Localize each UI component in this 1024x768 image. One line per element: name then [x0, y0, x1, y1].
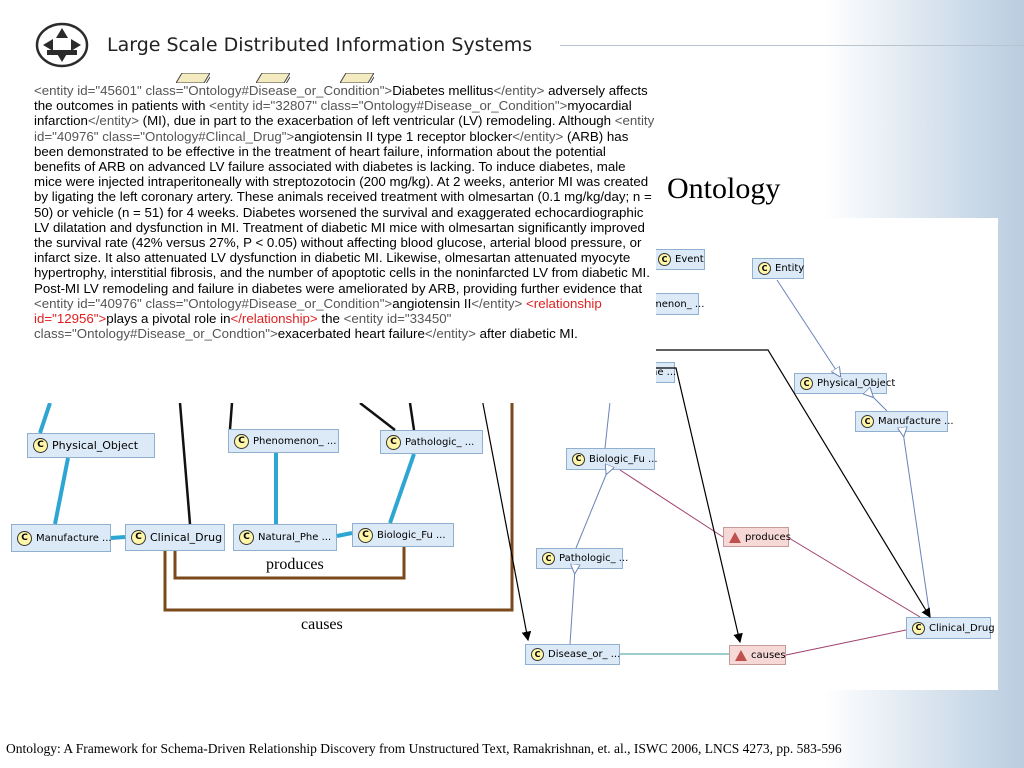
entity-text: angiotensin II type 1 receptor blocker	[294, 128, 513, 144]
relationship-tag: </relationship>	[230, 311, 318, 327]
class-icon: C	[234, 433, 249, 449]
entity-tag: </entity>	[471, 295, 523, 311]
class-icon: C	[531, 648, 544, 661]
entity-text: angiotensin II	[392, 295, 472, 311]
entity-tag: </entity>	[87, 113, 139, 129]
class-icon: C	[386, 434, 401, 450]
class-icon: C	[861, 415, 874, 428]
class-icon: C	[658, 253, 671, 266]
entity-tag: <entity id="45601" class="Ontology#Disea…	[34, 83, 393, 98]
edge-label-produces: produces	[266, 556, 324, 573]
edge-label-causes: causes	[301, 616, 343, 633]
entity-tag: <entity id="32807" class="Ontology#Disea…	[209, 98, 568, 114]
class-icon: C	[758, 262, 771, 275]
entity-tag: </entity>	[493, 83, 545, 98]
entity-tag: <entity id="40976" class="Ontology#Clinc…	[34, 113, 655, 144]
header-title: Large Scale Distributed Information Syst…	[107, 34, 533, 56]
entity-text: exacerbated heart failure	[277, 326, 425, 342]
body-text: the	[317, 311, 344, 327]
class-icon: C	[33, 438, 48, 453]
entity-text: Diabetes mellitus	[392, 83, 494, 98]
lsdis-logo	[35, 22, 89, 68]
class-icon: C	[912, 621, 925, 635]
relationship-tag: <relationship id="12956">	[34, 295, 602, 327]
entity-tag: </entity>	[424, 326, 476, 342]
entity-text: myocardial infarction	[34, 98, 632, 129]
relationship-text: plays a pivotal role in	[106, 311, 231, 327]
class-icon: C	[239, 530, 254, 545]
class-icon: C	[572, 452, 585, 466]
ontology-title: Ontology	[667, 172, 781, 205]
class-icon: C	[17, 530, 32, 546]
node-produces-relation[interactable]: produces	[723, 527, 791, 547]
entity-tag: <entity id="40976" class="Ontology#Disea…	[34, 295, 393, 311]
class-icon: C	[131, 530, 146, 545]
class-icon: C	[542, 552, 555, 565]
property-icon	[735, 649, 747, 661]
body-text: (ARB) has been demonstrated to be effect…	[34, 128, 652, 296]
class-icon: C	[800, 377, 813, 390]
entity-tag: <entity id="33450" class="Ontology#Disea…	[34, 311, 452, 342]
entity-tag: </entity>	[512, 128, 564, 144]
body-text: after diabetic MI.	[475, 326, 578, 342]
header-divider	[560, 45, 1024, 46]
property-icon	[729, 531, 741, 543]
body-text: (MI), due in part to the exacerbation of…	[138, 113, 615, 129]
node-phenomenon[interactable]: menon_ ...	[646, 293, 704, 315]
citation-footer: Ontology: A Framework for Schema-Driven …	[6, 741, 842, 756]
body-text: adversely affects the outcomes in patien…	[34, 83, 648, 114]
node-causes-relation[interactable]: causes	[729, 645, 786, 665]
annotated-text-passage: <entity id="45601" class="Ontology#Disea…	[30, 83, 656, 403]
class-icon: C	[358, 527, 373, 543]
